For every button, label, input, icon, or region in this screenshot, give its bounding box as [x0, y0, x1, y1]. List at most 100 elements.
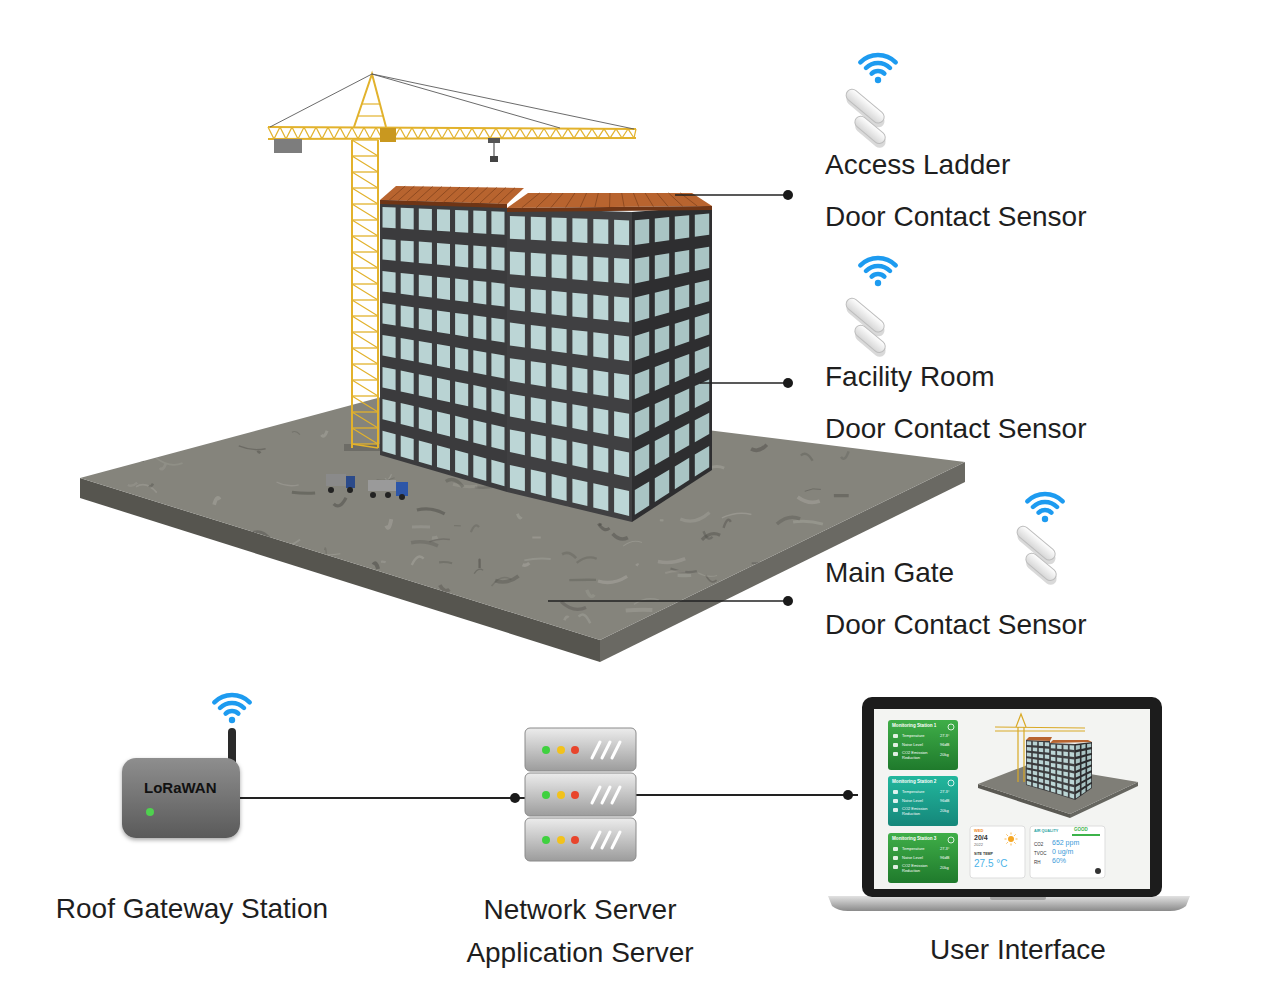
ground-texture	[564, 617, 568, 620]
tower-crane	[352, 300, 378, 316]
laptop-ui	[1057, 751, 1062, 756]
ground-texture	[569, 579, 596, 582]
server-rack	[542, 791, 550, 799]
laptop-ui	[1006, 842, 1007, 843]
tower-crane	[352, 348, 378, 364]
office-tower	[593, 370, 608, 397]
laptop-ui	[1076, 785, 1080, 792]
ground-texture	[853, 592, 863, 595]
ground-texture	[77, 611, 90, 616]
laptop-ui	[948, 724, 954, 730]
office-tower	[491, 353, 504, 378]
ground-texture	[233, 561, 254, 568]
tower-crane	[352, 395, 378, 396]
laptop-ui	[1027, 775, 1031, 780]
office-tower	[572, 330, 587, 356]
laptop-ui	[1051, 744, 1056, 748]
laptop-ui	[1027, 764, 1031, 768]
laptop-ui	[828, 896, 1190, 911]
link-line	[240, 797, 525, 799]
laptop-ui	[1033, 759, 1037, 763]
laptop-ui	[1070, 786, 1075, 792]
ground-texture	[381, 560, 386, 563]
office-tower	[572, 479, 587, 506]
tower-crane	[352, 127, 358, 138]
tower-crane	[514, 128, 520, 138]
ground-texture	[440, 585, 450, 591]
laptop-ui	[1014, 842, 1015, 843]
office-tower	[473, 246, 486, 270]
ground-texture	[598, 576, 627, 582]
laptop-ui	[1027, 753, 1031, 757]
office-tower	[383, 335, 396, 358]
ground-texture	[599, 524, 601, 525]
door-sensor-icon	[832, 296, 900, 359]
laptop-ui	[1023, 727, 1024, 782]
server-rack	[525, 728, 636, 771]
laptop-ui	[1050, 740, 1092, 743]
tower-crane	[274, 127, 280, 139]
office-tower	[510, 394, 525, 420]
laptop-ui	[1076, 758, 1080, 764]
ground-texture	[805, 489, 821, 492]
ground-texture	[136, 485, 157, 493]
ground-texture	[411, 542, 438, 546]
office-tower	[455, 210, 468, 233]
tower-crane	[352, 187, 378, 188]
door-sensor-icon	[852, 323, 887, 355]
laptop-ui	[1063, 791, 1068, 797]
laptop-ui	[1063, 745, 1068, 750]
office-tower	[480, 188, 497, 204]
laptop-ui	[1087, 778, 1091, 784]
office-tower	[655, 434, 669, 465]
laptop-ui	[1033, 742, 1037, 746]
laptop-ui	[948, 837, 954, 843]
ground-texture	[292, 432, 300, 435]
laptop-ui	[1051, 757, 1056, 762]
laptop-ui	[1070, 759, 1075, 764]
office-tower	[473, 211, 486, 234]
office-tower	[491, 282, 504, 306]
tower-crane	[370, 128, 376, 139]
laptop-ui	[1087, 767, 1091, 773]
office-tower	[407, 186, 423, 200]
office-tower	[572, 404, 587, 431]
server-rack	[571, 746, 579, 754]
tower-crane	[352, 172, 378, 188]
tower-crane	[354, 74, 386, 127]
server-rack	[612, 832, 620, 848]
office-tower	[531, 433, 546, 459]
ground-texture	[775, 392, 805, 397]
office-tower	[383, 367, 396, 390]
office-tower	[655, 289, 669, 316]
ground-texture	[851, 597, 880, 598]
ground-texture	[272, 540, 300, 547]
office-tower	[614, 296, 629, 322]
office-tower	[614, 411, 629, 438]
ground-texture	[90, 516, 93, 518]
office-tower	[401, 306, 414, 329]
office-tower	[531, 253, 546, 277]
office-tower	[614, 450, 629, 478]
office-tower	[419, 275, 432, 298]
ground-texture	[786, 393, 800, 395]
office-tower	[531, 470, 546, 497]
office-tower	[593, 483, 608, 511]
laptop-ui	[1072, 834, 1100, 836]
laptop-ui	[1050, 743, 1075, 800]
ground-texture	[75, 543, 91, 548]
ground-texture	[640, 629, 652, 634]
ground-texture	[508, 627, 529, 629]
laptop-ui	[1039, 748, 1043, 752]
office-tower	[635, 294, 649, 322]
laptop-ui	[1039, 742, 1043, 746]
wifi-icon	[214, 695, 249, 723]
office-tower	[645, 193, 653, 207]
ground-texture	[128, 483, 137, 486]
laptop-ui	[874, 709, 1150, 889]
ground-texture	[288, 613, 291, 620]
ground-texture	[334, 498, 346, 506]
ground-texture	[321, 431, 327, 436]
laptop-ui	[1082, 782, 1086, 789]
laptop-ui	[888, 720, 958, 770]
